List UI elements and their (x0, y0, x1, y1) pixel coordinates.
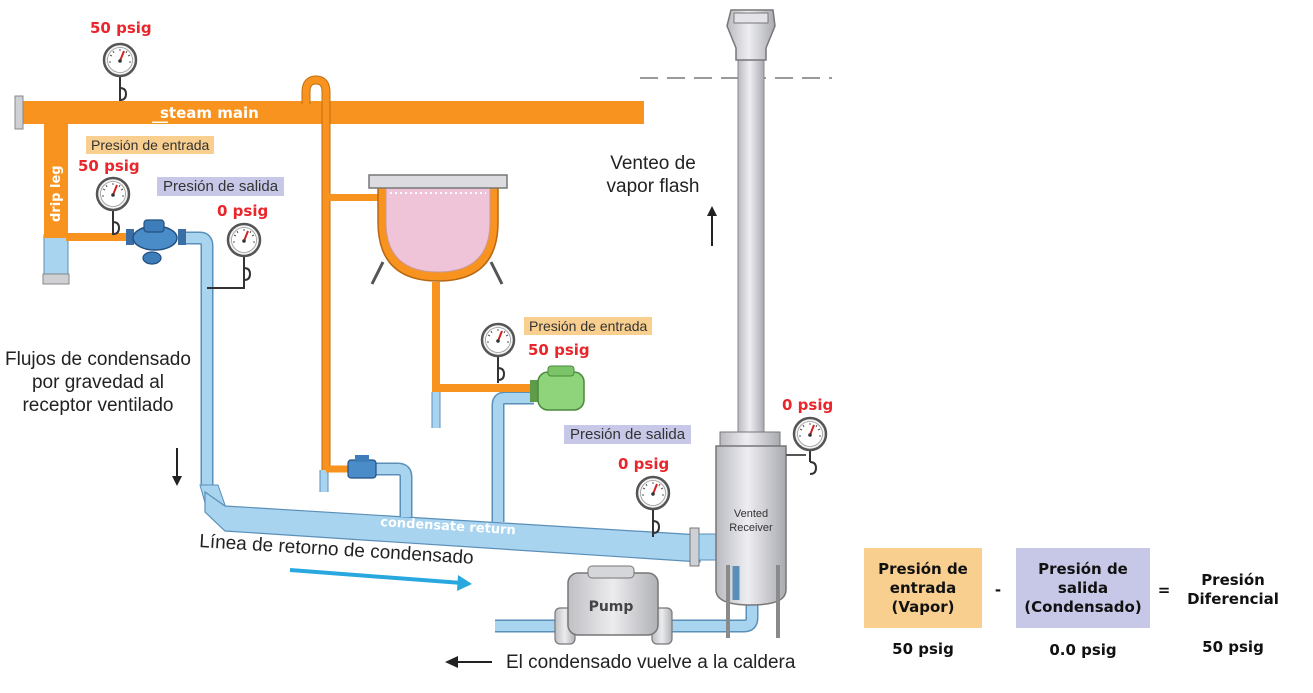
inlet-pressure-tag-2: Presión de entrada (524, 317, 653, 335)
inlet-pressure-box-text: Presión de entrada (Vapor) (878, 559, 968, 616)
inlet-pressure-box: Presión de entrada (Vapor) (864, 548, 982, 628)
equals-sign: = (1157, 580, 1171, 599)
gravity-flow-annotation: Flujos de condensado por gravedad al rec… (5, 349, 191, 416)
vented-receiver (715, 9, 806, 638)
trap2-inlet-pressure: 50 psig (528, 341, 590, 359)
steam-trap-3 (347, 455, 377, 479)
outlet-pressure-box: Presión de salida (Condensado) (1016, 548, 1150, 628)
vented-receiver-label-2: Receiver (729, 522, 773, 534)
back-to-boiler-annotation: El condensado vuelve a la caldera (506, 652, 796, 673)
steam-trap-2 (530, 365, 585, 411)
outlet-pressure-tag-2: Presión de salida (564, 425, 692, 444)
trap2-outlet-pressure: 0 psig (618, 455, 670, 473)
trap1-inlet-pressure: 50 psig (78, 157, 140, 175)
steam-piping: __ (14, 75, 644, 473)
outlet-pressure-box-text: Presión de salida (Condensado) (1024, 559, 1142, 616)
inlet-pressure-value: 50 psig (892, 640, 954, 658)
steam-main-pressure: 50 psig (90, 19, 152, 37)
steam-kettle (368, 174, 508, 285)
flash-vent-annotation: Venteo de vapor flash (606, 153, 700, 197)
outlet-pressure-value: 0.0 psig (1049, 641, 1117, 659)
condensate-pump (554, 565, 673, 645)
condensate-piping (42, 231, 759, 633)
inlet-pressure-tag-1: Presión de entrada (86, 136, 215, 154)
receiver-gauge-icon (792, 416, 828, 476)
steam-main-label: steam main (160, 104, 259, 122)
differential-pressure-label: Presión Diferencial (1187, 571, 1279, 608)
drip-leg-label: drip leg (49, 165, 64, 222)
pressure-gauges (95, 42, 828, 537)
steam-trap-1 (126, 219, 186, 265)
outlet-pressure-tag-1: Presión de salida (157, 177, 285, 196)
svg-text:__: __ (152, 104, 168, 123)
return-flow-arrow-icon (289, 568, 463, 585)
pump-label: Pump (589, 599, 634, 615)
trap1-outlet-pressure: 0 psig (217, 202, 269, 220)
arrows (172, 206, 717, 668)
receiver-pressure: 0 psig (782, 396, 834, 414)
minus-sign: - (994, 580, 1002, 599)
differential-pressure-value: 50 psig (1202, 638, 1264, 656)
vented-receiver-label-1: Vented (734, 508, 768, 520)
